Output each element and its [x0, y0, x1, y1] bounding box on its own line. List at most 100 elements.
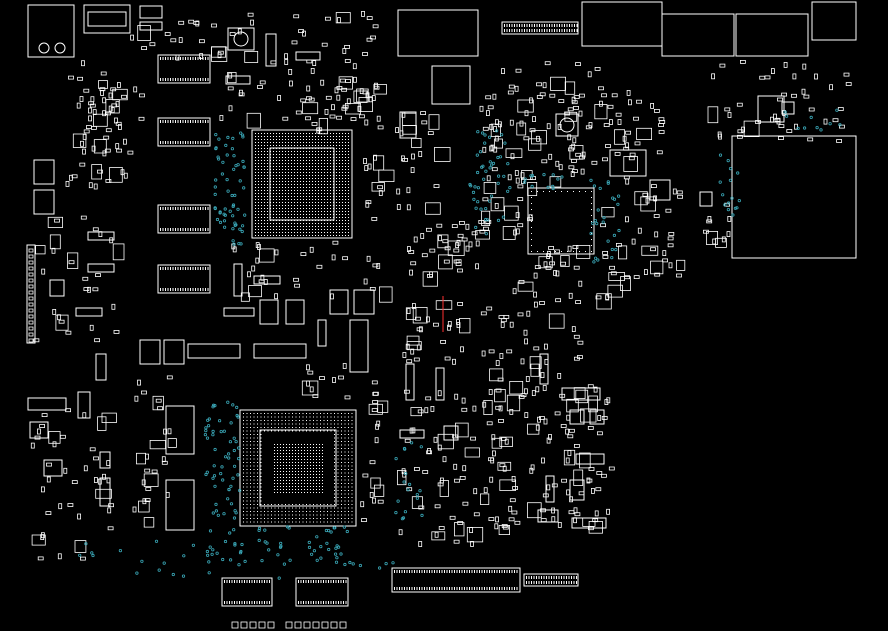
chip-pad — [556, 576, 557, 579]
via-hole — [215, 551, 219, 555]
bga-pin — [351, 416, 353, 418]
via-hole — [415, 492, 419, 497]
bga-pin — [264, 175, 265, 176]
bga-pin — [579, 191, 580, 192]
bga-pin — [336, 133, 337, 134]
bga-pin — [301, 465, 302, 466]
bga-pin — [264, 133, 265, 134]
bga-pin — [309, 521, 311, 523]
bga-pin — [271, 507, 272, 509]
bga-pin — [295, 420, 297, 421]
chip-pad — [160, 228, 161, 231]
bga-pin — [274, 416, 276, 418]
chip-pad — [526, 29, 528, 32]
bga-pin — [312, 211, 313, 212]
smd-component — [58, 319, 65, 324]
via-hole — [828, 122, 832, 126]
bga-pin — [246, 448, 248, 449]
via-hole — [214, 509, 218, 513]
bga-pin — [291, 229, 292, 230]
bga-pin — [342, 169, 343, 170]
bga-pin — [273, 190, 274, 191]
smd-component — [544, 343, 548, 350]
chip-pad — [170, 120, 171, 123]
smd-component — [86, 125, 92, 129]
chip-pad — [202, 141, 204, 144]
smd-component — [373, 484, 385, 497]
smd-component — [145, 487, 152, 491]
chip-pad — [261, 601, 263, 604]
bga-pin — [258, 148, 259, 149]
bga-pin — [309, 202, 310, 203]
smd-component — [422, 470, 429, 474]
bga-pin — [278, 416, 279, 418]
bga-pin — [339, 154, 340, 155]
via-hole — [736, 171, 740, 175]
bga-pin — [330, 202, 331, 203]
bga-pin — [280, 471, 281, 472]
chip-pad — [177, 228, 179, 231]
bga-pin — [270, 154, 271, 155]
smd-component — [83, 129, 90, 134]
bga-pin — [294, 181, 295, 182]
chip-pad — [571, 576, 572, 579]
bga-pin — [255, 232, 256, 233]
bga-pin — [294, 190, 295, 191]
smd-component — [39, 424, 45, 428]
resistor-array — [240, 621, 248, 629]
smd-component — [829, 84, 833, 91]
chip-pad — [446, 570, 448, 573]
bga-pin — [327, 232, 328, 233]
smd-component — [499, 479, 516, 491]
bga-pin — [299, 416, 300, 418]
bga-pin — [276, 175, 277, 176]
smd-component — [483, 181, 497, 194]
smd-component — [433, 436, 438, 443]
bga-pin — [243, 518, 244, 519]
smd-component — [344, 45, 351, 49]
bga-pin — [333, 142, 334, 143]
bga-pin — [270, 202, 271, 203]
bga-pin — [348, 142, 349, 143]
smd-component — [451, 224, 458, 229]
smd-component — [434, 531, 439, 538]
smd-component — [406, 335, 420, 346]
bga-pin — [274, 507, 276, 509]
bga-pin — [257, 444, 258, 446]
smd-component — [46, 476, 51, 483]
bga-pin — [337, 469, 339, 470]
bga-pin — [246, 507, 248, 509]
chip-pad — [195, 207, 196, 210]
chip-pad — [551, 29, 553, 32]
bga-pin — [288, 235, 289, 236]
smd-component — [588, 122, 593, 128]
bga-pin — [255, 151, 256, 152]
bga-pin — [264, 166, 265, 167]
smd-component — [428, 114, 440, 130]
smd-component — [457, 301, 464, 306]
component — [225, 75, 251, 85]
smd-component — [263, 279, 268, 285]
bga-pin — [291, 175, 292, 176]
bga-pin — [292, 511, 293, 512]
bga-pin — [303, 214, 304, 215]
bga-pin — [319, 471, 320, 472]
bga-pin — [273, 160, 274, 161]
via-hole — [494, 129, 499, 133]
bga-pin — [306, 232, 307, 233]
bga-pin — [283, 471, 284, 472]
smd-component — [567, 107, 574, 112]
bga-pin — [330, 190, 331, 191]
smd-component — [571, 158, 577, 163]
bga-pin — [316, 413, 318, 414]
via-hole — [228, 531, 232, 535]
chip-pad — [226, 601, 228, 604]
smd-component — [274, 249, 279, 256]
bga-pin — [283, 486, 284, 487]
bga-pin — [260, 514, 262, 516]
bga-pin — [264, 199, 265, 200]
bga-pin — [302, 413, 304, 414]
bga-pin — [313, 430, 314, 432]
